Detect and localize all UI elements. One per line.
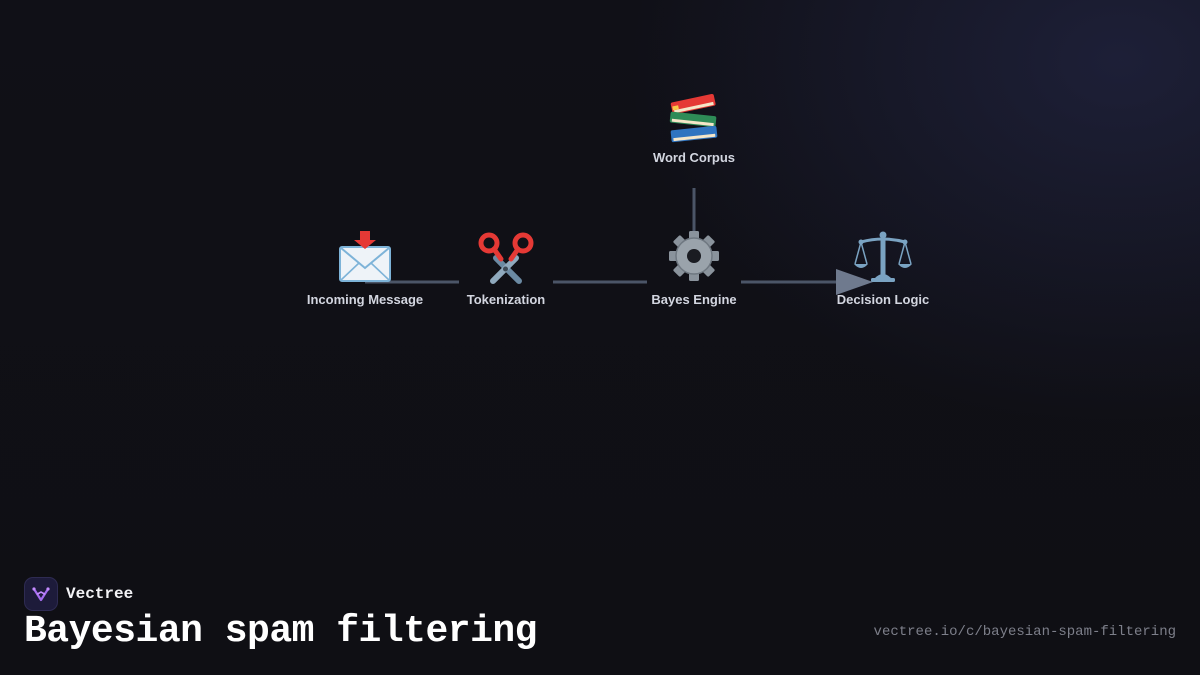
vectree-logo-icon	[24, 577, 58, 611]
page-title: Bayesian spam filtering	[24, 610, 538, 653]
scissors-icon	[478, 232, 534, 284]
node-label: Incoming Message	[306, 292, 424, 307]
node-word-corpus[interactable]: Word Corpus	[619, 86, 769, 165]
node-label: Bayes Engine	[651, 292, 737, 307]
node-bayes-engine[interactable]: Bayes Engine	[619, 228, 769, 307]
node-label: Tokenization	[466, 292, 546, 307]
brand: Vectree	[24, 577, 133, 611]
balance-scale-icon	[854, 231, 912, 282]
arrowhead-to-decision	[836, 269, 873, 295]
node-incoming-message[interactable]: Incoming Message	[290, 228, 440, 307]
books-icon	[669, 94, 718, 143]
brand-name: Vectree	[66, 585, 134, 603]
node-decision-logic[interactable]: Decision Logic	[808, 228, 958, 307]
node-tokenization[interactable]: Tokenization	[431, 228, 581, 307]
node-label: Decision Logic	[836, 292, 930, 307]
incoming-envelope-icon	[339, 231, 391, 282]
page-url[interactable]: vectree.io/c/bayesian-spam-filtering	[873, 624, 1176, 640]
gear-icon	[669, 231, 719, 281]
node-label: Word Corpus	[652, 150, 736, 165]
